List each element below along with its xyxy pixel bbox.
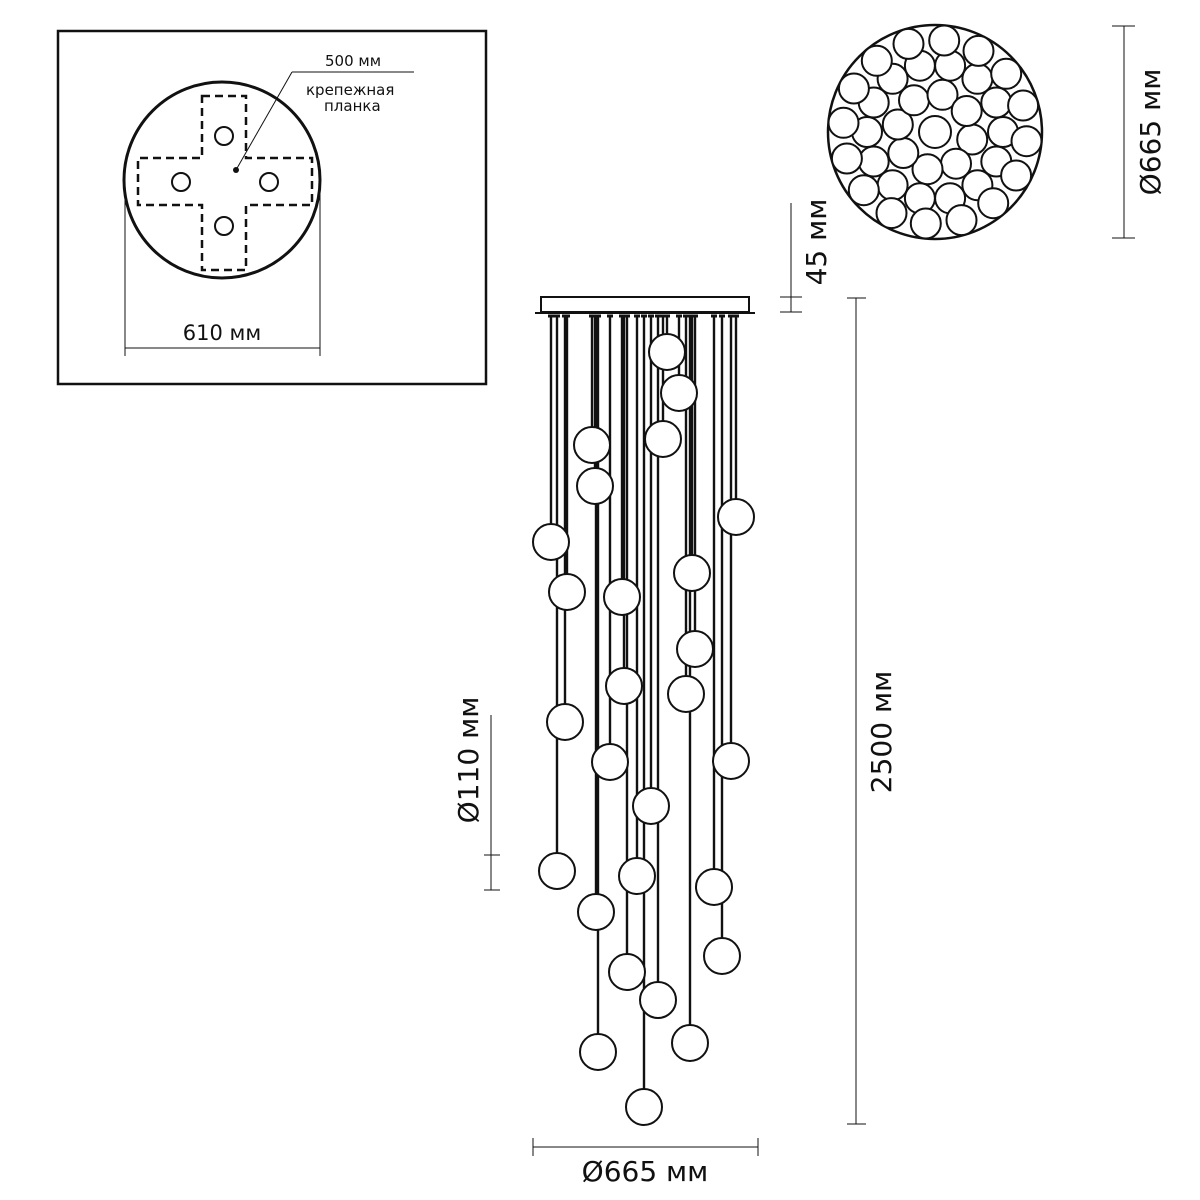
pendant-sphere [676,630,714,668]
pendant-sphere [579,1033,617,1071]
top-view-outline [826,23,1044,241]
pendant-sphere [538,852,576,890]
pendant-sphere [577,893,615,931]
pendant-sphere [605,667,643,705]
top-view-sphere [830,142,863,175]
canopy [540,296,750,313]
plate-size-label: 500 мм [325,52,381,70]
top-view-sphere [887,137,920,169]
top-view-sphere [860,44,893,77]
top-view-sphere [977,187,1010,220]
top-view-sphere [875,197,908,230]
side-width-label: Ø665 мм [582,1155,709,1188]
pendant-sphere [667,675,705,713]
top-view-sphere [918,115,952,149]
top-view-sphere [945,204,978,237]
mounting-plate-inset: 500 мм крепежная планка 610 мм [56,29,488,386]
side-view: 45 мм 2500 мм Ø110 мм Ø665 мм [452,199,898,1188]
top-view-sphere [881,108,914,141]
pendant-sphere [639,981,677,1019]
pendant-sphere [546,703,584,741]
top-view-sphere [837,72,870,105]
pendant-sphere [717,498,755,536]
top-view-sphere [950,95,983,127]
top-view-sphere [827,106,860,139]
pendant-spheres [532,333,755,1126]
top-view-sphere [1007,89,1040,122]
pendant-sphere [648,333,686,371]
pendant-sphere [548,573,586,611]
plate-name-line2: планка [324,97,381,115]
pendant-sphere [673,554,711,592]
top-view-sphere [926,78,959,111]
canopy-outline [122,80,322,280]
pendant-sphere [603,578,641,616]
top-view-sphere [892,27,925,60]
top-view-sphere [911,153,944,186]
top-view-sphere [1000,159,1033,192]
pendant-sphere [618,857,656,895]
pendant-sphere [712,742,750,780]
pendant-sphere [660,374,698,412]
mount-hole-top [214,126,234,146]
canopy-height-label: 45 мм [800,199,833,286]
pendant-sphere [608,953,646,991]
pendant-sphere [591,743,629,781]
mount-hole-right [259,172,279,192]
plate-name-line1: крепежная [306,81,394,99]
inset-width-label: 610 мм [183,321,261,345]
plate-leader-line [235,71,293,171]
pendant-sphere [576,467,614,505]
mount-hole-bottom [214,216,234,236]
pendant-sphere [695,868,733,906]
pendant-sphere [703,937,741,975]
mounting-plate-cross [136,94,314,272]
pendant-sphere [532,523,570,561]
pendant-sphere [644,420,682,458]
pendant-sphere [671,1024,709,1062]
top-view: Ø665 мм [826,23,1167,241]
pendant-sphere [573,426,611,464]
top-diameter-label: Ø665 мм [1134,69,1167,196]
top-view-sphere [962,34,995,67]
top-view-sphere [909,207,942,240]
top-view-sphere [847,174,880,207]
pendant-sphere [632,787,670,825]
inset-frame [56,29,488,386]
top-view-sphere [1010,125,1043,158]
top-view-sphere [990,57,1023,90]
top-view-sphere [980,86,1013,119]
sphere-diameter-label: Ø110 мм [452,697,485,824]
total-height-label: 2500 мм [865,671,898,793]
mount-hole-left [171,172,191,192]
top-view-sphere [857,145,890,178]
top-view-spheres [827,24,1043,240]
top-view-sphere [928,24,961,57]
pendant-sphere [625,1088,663,1126]
